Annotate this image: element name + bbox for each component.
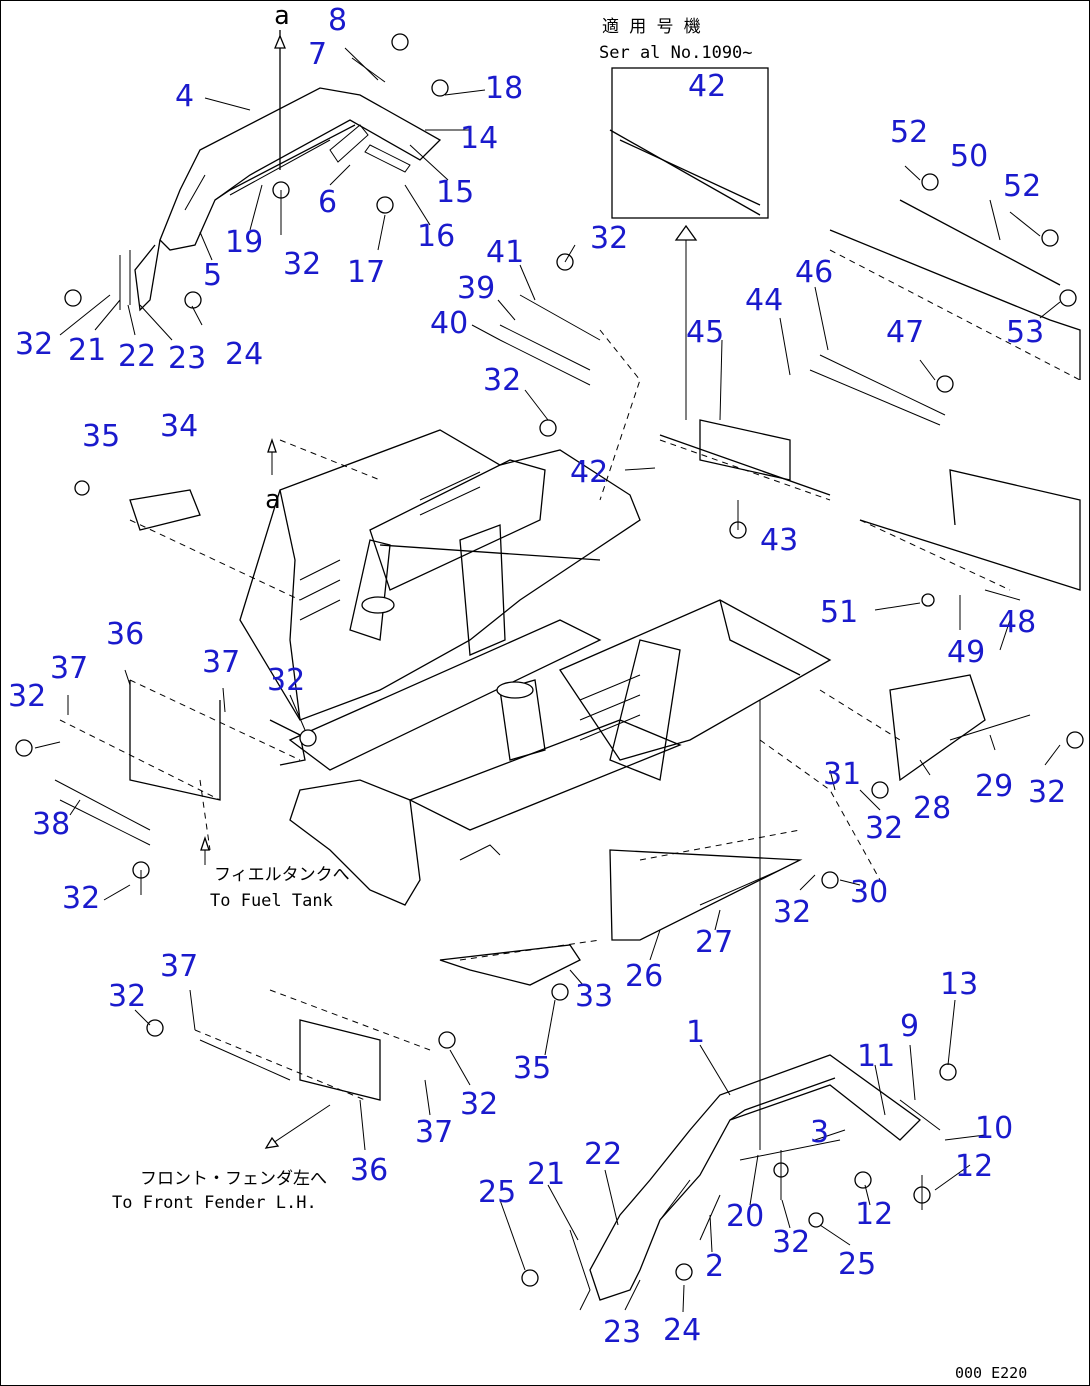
callout-36-a: 36 [106, 617, 144, 652]
callout-19: 19 [225, 225, 263, 260]
callout-32-k: 32 [108, 979, 146, 1014]
main-frame [239, 429, 832, 906]
callout-4: 4 [175, 79, 194, 114]
callout-12-b: 12 [855, 1197, 893, 1232]
callout-32-i: 32 [1028, 775, 1066, 810]
fuel-tank-note-jp: フィエルタンクへ [214, 865, 350, 885]
callout-51: 51 [820, 595, 858, 630]
callout-5: 5 [203, 258, 222, 293]
callout-32-a: 32 [283, 247, 321, 282]
callout-1: 1 [686, 1015, 705, 1050]
callout-45: 45 [686, 315, 724, 350]
callout-32-h: 32 [865, 811, 903, 846]
serial-label-jp: 適 用 号 機 [602, 17, 701, 37]
callout-11: 11 [857, 1039, 895, 1074]
callout-50: 50 [950, 139, 988, 174]
callout-35-b: 35 [513, 1051, 551, 1086]
callout-12-a: 12 [955, 1149, 993, 1184]
callout-32-g: 32 [62, 881, 100, 916]
bolts [15, 33, 1084, 1287]
callout-16: 16 [417, 219, 455, 254]
callout-23-a: 23 [168, 341, 206, 376]
callout-8: 8 [328, 3, 347, 38]
callout-labels: 4 8 7 18 14 15 6 16 19 32 5 17 32 21 22 … [8, 3, 1066, 1350]
callout-37-c: 37 [160, 949, 198, 984]
callout-26: 26 [625, 959, 663, 994]
callout-32-d: 32 [483, 363, 521, 398]
callout-21-b: 21 [527, 1157, 565, 1192]
callout-35-a: 35 [82, 419, 120, 454]
marker-a-top: a [274, 1, 290, 31]
callout-7: 7 [308, 37, 327, 72]
marker-a-frame: a [265, 485, 281, 515]
callout-17: 17 [347, 255, 385, 290]
callout-32-c: 32 [590, 221, 628, 256]
fuel-tank-note-en: To Fuel Tank [210, 891, 333, 911]
callout-leaders [34, 47, 1061, 1313]
callout-47: 47 [886, 315, 924, 350]
front-fender-note-jp: フロント・フェンダ左へ [140, 1169, 327, 1189]
fender-upper-left [119, 30, 442, 312]
callout-42-a: 42 [688, 69, 726, 104]
marker-arrows [200, 437, 331, 1149]
callout-20: 20 [726, 1199, 764, 1234]
callout-37-a: 37 [50, 651, 88, 686]
callout-52-b: 52 [1003, 169, 1041, 204]
callout-46: 46 [795, 255, 833, 290]
callout-21-a: 21 [68, 333, 106, 368]
callout-52-a: 52 [890, 115, 928, 150]
callout-28: 28 [913, 791, 951, 826]
callout-43: 43 [760, 523, 798, 558]
callout-14: 14 [460, 121, 498, 156]
drawing-code: 000 E220 [955, 1364, 1027, 1382]
callout-48: 48 [998, 605, 1036, 640]
callout-49: 49 [947, 635, 985, 670]
serial-detail-box [611, 67, 769, 219]
front-fender-note-en: To Front Fender L.H. [112, 1193, 317, 1213]
callout-6: 6 [318, 185, 337, 220]
callout-27: 27 [695, 925, 733, 960]
callout-24-a: 24 [225, 337, 263, 372]
callout-53: 53 [1006, 315, 1044, 350]
callout-15: 15 [436, 175, 474, 210]
callout-36-b: 36 [350, 1153, 388, 1188]
callout-39: 39 [457, 271, 495, 306]
fender-lower-right [569, 1054, 941, 1311]
callout-13: 13 [940, 967, 978, 1002]
callout-38: 38 [32, 807, 70, 842]
callout-34: 34 [160, 409, 198, 444]
callout-25-b: 25 [838, 1247, 876, 1282]
callout-40: 40 [430, 306, 468, 341]
callout-32-b: 32 [15, 327, 53, 362]
callout-22-a: 22 [118, 339, 156, 374]
callout-2: 2 [705, 1249, 724, 1284]
callout-37-b: 37 [202, 645, 240, 680]
callout-29: 29 [975, 769, 1013, 804]
callout-24-b: 24 [663, 1313, 701, 1348]
callout-32-j: 32 [773, 895, 811, 930]
callout-33: 33 [575, 979, 613, 1014]
callout-30: 30 [850, 875, 888, 910]
serial-label-en: Ser al No.1090~ [599, 43, 753, 63]
drawing-notes: 適 用 号 機 Ser al No.1090~ フィエルタンクへ To Fuel… [112, 1, 1027, 1382]
callout-41: 41 [486, 235, 524, 270]
callout-23-b: 23 [603, 1315, 641, 1350]
callout-44: 44 [745, 283, 783, 318]
callout-37-d: 37 [415, 1115, 453, 1150]
callout-32-f: 32 [8, 679, 46, 714]
callout-25-a: 25 [478, 1175, 516, 1210]
callout-22-b: 22 [584, 1137, 622, 1172]
cover-plates [54, 129, 1081, 1101]
callout-10: 10 [975, 1111, 1013, 1146]
callout-42-b: 42 [570, 455, 608, 490]
callout-31: 31 [823, 757, 861, 792]
callout-18: 18 [485, 71, 523, 106]
callout-32-e: 32 [267, 663, 305, 698]
callout-9: 9 [900, 1009, 919, 1044]
callout-3: 3 [810, 1115, 829, 1150]
callout-32-l: 32 [460, 1087, 498, 1122]
dashed-leaders [59, 249, 1081, 1150]
callout-32-m: 32 [772, 1225, 810, 1260]
